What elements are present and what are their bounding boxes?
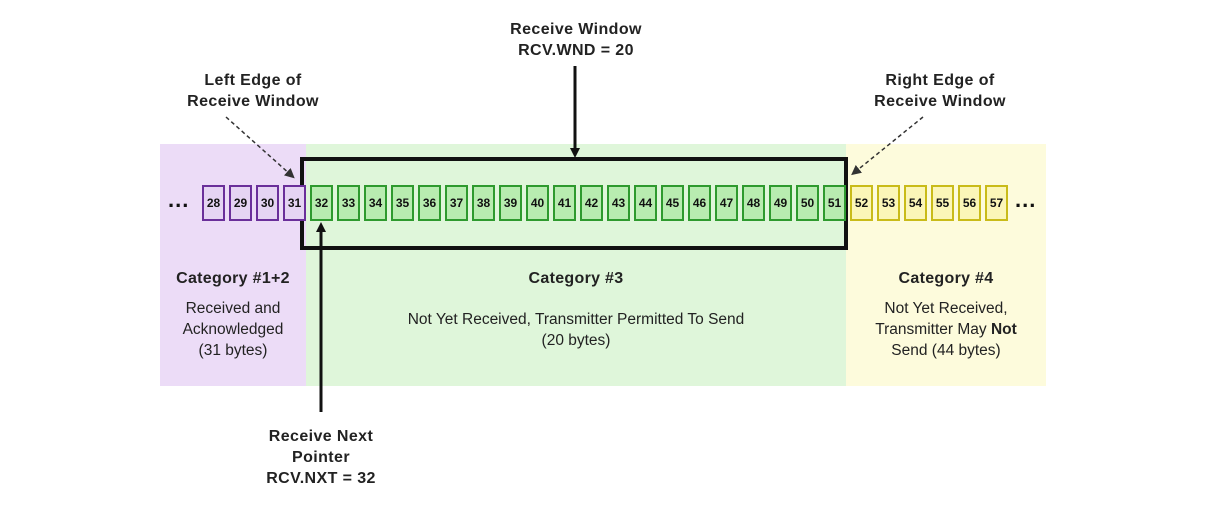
receive-next-pointer-label: Receive Next Pointer RCV.NXT = 32 [221,426,421,489]
right-edge-dashed-arrow [851,116,924,176]
category-1-2-region [160,144,306,386]
ellipsis-right: ... [1015,187,1037,212]
category-3-desc-2: (20 bytes) [541,332,611,349]
receive-next-line-2: Pointer [292,449,350,466]
category-1-2-desc-2: Acknowledged [182,321,284,338]
byte-cell-36: 36 [418,185,441,221]
byte-cell-55: 55 [931,185,954,221]
left-edge-label: Left Edge of Receive Window [158,70,348,112]
category-4-region [846,144,1046,386]
category-1-2-desc-3: (31 bytes) [198,342,268,359]
category-3-title: Category #3 [528,270,624,287]
byte-cell-47: 47 [715,185,738,221]
category-4-desc-3: Send (44 bytes) [891,342,1001,359]
byte-cell-52: 52 [850,185,873,221]
byte-cell-42: 42 [580,185,603,221]
receive-window-value: RCV.WND = 20 [518,42,634,59]
byte-cell-37: 37 [445,185,468,221]
receive-window-title: Receive Window [510,21,642,38]
byte-sequence: 28 29 30 31 32 33 34 35 36 37 38 39 40 4… [0,185,1232,225]
category-4-desc-2-not: Not [990,321,1017,338]
byte-cell-35: 35 [391,185,414,221]
byte-cell-29: 29 [229,185,252,221]
receive-window-label: Receive Window RCV.WND = 20 [476,19,676,61]
right-edge-label: Right Edge of Receive Window [845,70,1035,112]
byte-cell-33: 33 [337,185,360,221]
byte-cell-43: 43 [607,185,630,221]
category-1-2-text: Category #1+2 Received and Acknowledged … [160,268,306,361]
byte-cell-51: 51 [823,185,846,221]
byte-cell-48: 48 [742,185,765,221]
right-edge-line-2: Receive Window [874,93,1006,110]
byte-cell-54: 54 [904,185,927,221]
left-edge-dashed-arrow [225,116,295,179]
byte-cell-49: 49 [769,185,792,221]
category-3-desc-1: Not Yet Received, Transmitter Permitted … [407,311,745,328]
byte-cell-32: 32 [310,185,333,221]
category-4-desc-2: Transmitter May Not [846,319,1046,340]
category-1-2-desc-1: Received and [185,300,281,317]
category-3-region [306,144,846,386]
category-3-text: Category #3 Not Yet Received, Transmitte… [306,268,846,351]
category-1-2-title: Category #1+2 [176,270,290,287]
byte-cell-57: 57 [985,185,1008,221]
category-4-desc-1: Not Yet Received, [884,300,1008,317]
byte-cell-53: 53 [877,185,900,221]
byte-cell-45: 45 [661,185,684,221]
left-edge-line-2: Receive Window [187,93,319,110]
receive-next-line-1: Receive Next [268,428,374,445]
byte-cell-38: 38 [472,185,495,221]
category-4-text: Category #4 Not Yet Received, Transmitte… [846,268,1046,361]
byte-cell-28: 28 [202,185,225,221]
byte-cell-50: 50 [796,185,819,221]
right-edge-line-1: Right Edge of [885,72,995,89]
category-4-title: Category #4 [898,270,994,287]
byte-cell-34: 34 [364,185,387,221]
byte-cell-44: 44 [634,185,657,221]
byte-cell-31: 31 [283,185,306,221]
byte-cell-46: 46 [688,185,711,221]
ellipsis-left: ... [168,187,190,212]
byte-cell-56: 56 [958,185,981,221]
category-4-desc-2-prefix: Transmitter May [875,321,991,338]
byte-cell-30: 30 [256,185,279,221]
byte-cell-39: 39 [499,185,522,221]
byte-cell-40: 40 [526,185,549,221]
receive-next-line-3: RCV.NXT = 32 [266,470,376,487]
left-edge-line-1: Left Edge of [204,72,302,89]
byte-cell-41: 41 [553,185,576,221]
